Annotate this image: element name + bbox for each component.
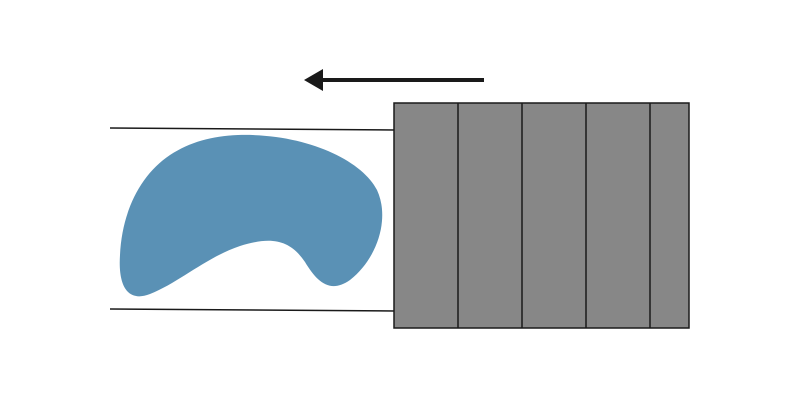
channel-top-wall — [109, 127, 396, 131]
arrow-head — [304, 69, 323, 91]
segmented-block — [393, 102, 690, 329]
channel-bottom-wall — [109, 308, 396, 312]
arrow-left-icon — [304, 69, 484, 91]
block-body — [393, 102, 690, 329]
deformable-blob — [119, 134, 383, 297]
